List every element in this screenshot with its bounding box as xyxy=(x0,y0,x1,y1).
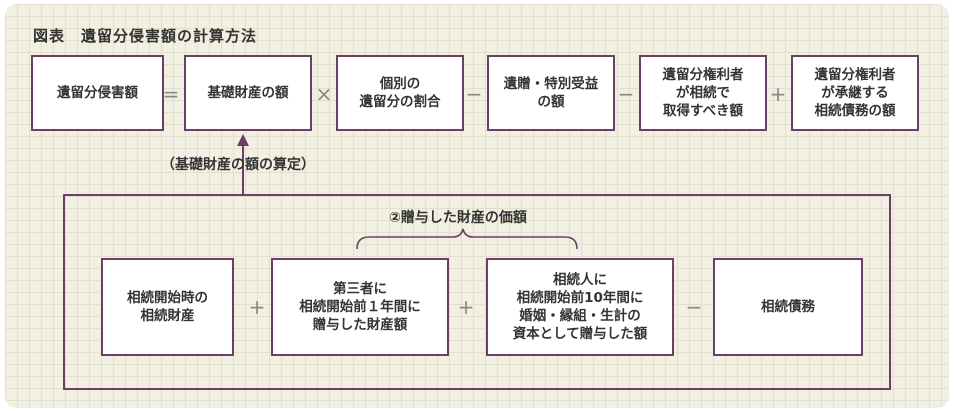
connector-lines xyxy=(237,134,578,250)
term-shortfall-amount: 遺留分侵害額 xyxy=(31,55,164,131)
basis-frame xyxy=(63,194,891,390)
gift-bracket xyxy=(356,228,578,250)
operator-minus-basis: − xyxy=(685,295,703,319)
term-base-property: 基礎財産の額 xyxy=(184,55,312,131)
operator-plus-basis-2: + xyxy=(457,295,475,319)
term-gift-third-party: 第三者に 相続開始前１年間に 贈与した財産額 xyxy=(271,258,449,356)
term-estate-at-death: 相続開始時の 相続財産 xyxy=(101,258,234,356)
term-gift-heirs: 相続人に 相続開始前10年間に 婚姻・縁組・生計の 資本として贈与した額 xyxy=(486,258,674,356)
operator-equals: = xyxy=(162,82,180,106)
term-inheritance-acquired: 遺留分権利者 が相続で 取得すべき額 xyxy=(639,55,767,131)
operator-minus-1: − xyxy=(465,82,483,106)
operator-plus: + xyxy=(769,82,787,106)
term-inherited-debt: 遺留分権利者 が承継する 相続債務の額 xyxy=(791,55,919,131)
term-individual-share: 個別の 遺留分の割合 xyxy=(336,55,464,131)
operator-plus-basis-1: + xyxy=(248,295,266,319)
diagram-panel: 図表 遺留分侵害額の計算方法 遺留分侵害額 = 基礎財産の額 × 個別の 遺留分… xyxy=(5,4,949,408)
operator-minus-2: − xyxy=(617,82,635,106)
term-estate-debt: 相続債務 xyxy=(713,258,863,356)
gift-label: ②贈与した財産の価額 xyxy=(389,210,527,226)
operator-multiply: × xyxy=(315,82,333,106)
basis-label: （基礎財産の額の算定） xyxy=(161,157,315,173)
term-bequest-special-benefit: 遺贈・特別受益 の額 xyxy=(487,55,615,131)
figure-title: 図表 遺留分侵害額の計算方法 xyxy=(33,27,258,45)
arrow-head xyxy=(237,134,249,146)
